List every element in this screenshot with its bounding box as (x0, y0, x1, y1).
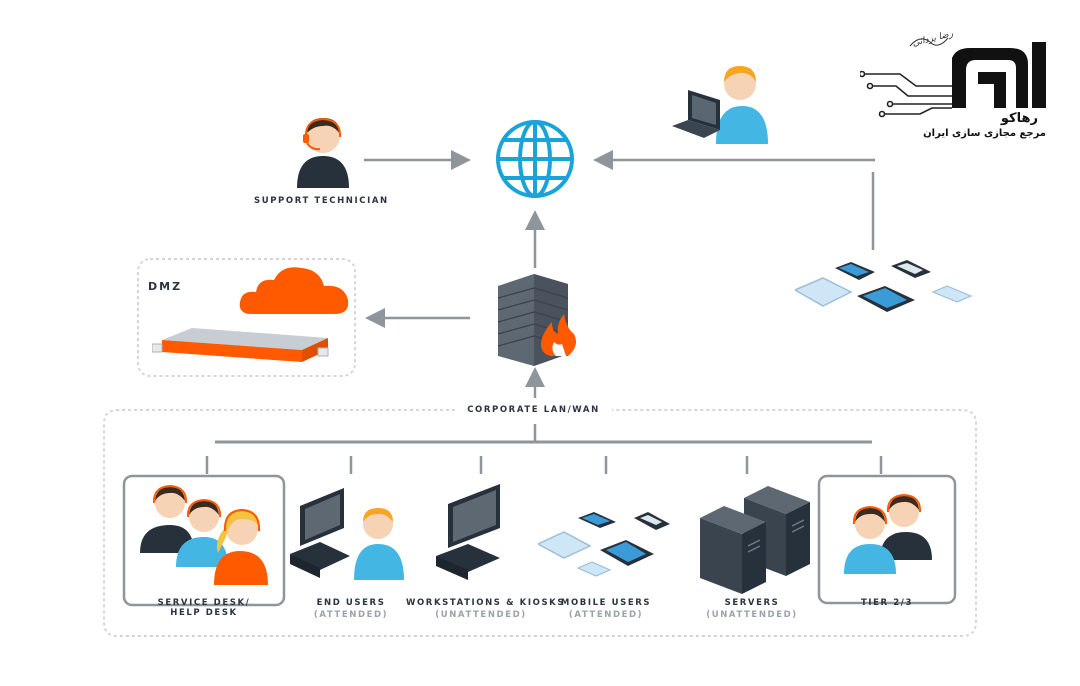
servers-title: SERVERS (724, 598, 780, 608)
support-technician-label: SUPPORT TECHNICIAN (254, 196, 389, 206)
service-desk-frame (122, 474, 286, 607)
support-technician-avatar (297, 117, 349, 188)
end-users-title: END USERS (316, 598, 386, 608)
workstations-title: WORKSTATIONS & KIOSKS (406, 598, 566, 608)
tier-frame (817, 474, 957, 605)
internet-globe-icon (496, 120, 574, 198)
end-users-label: END USERS (ATTENDED) (291, 598, 411, 620)
mobile-devices-cluster-icon (795, 260, 973, 312)
remote-laptop-user-icon (672, 66, 768, 144)
servers-label: SERVERS (UNATTENDED) (697, 598, 807, 620)
tier-agents-icon (844, 493, 932, 574)
service-desk-agents-icon (140, 484, 268, 585)
mobile-users-title: MOBILE USERS (560, 598, 652, 608)
kiosk-workstation-icon (436, 484, 500, 580)
logo-circuit-mark (860, 37, 1046, 118)
cloud-icon (239, 267, 349, 314)
mobile-users-label: MOBILE USERS (ATTENDED) (556, 598, 656, 620)
mobile-users-subtitle: (ATTENDED) (568, 610, 644, 620)
firewall-icon (497, 274, 576, 366)
mobile-users-devices-icon (538, 512, 670, 577)
logo-tagline: مرجع مجازی سازی ایران (923, 128, 1046, 139)
end-users-subtitle: (ATTENDED) (313, 610, 389, 620)
brand-logo: رهاکو مرجع مجازی سازی ایران رضا یزدانی (860, 28, 1060, 144)
servers-icon (700, 486, 810, 594)
dmz-zone (137, 258, 356, 377)
tier-label: TIER 2/3 (860, 598, 913, 608)
servers-subtitle: (UNATTENDED) (706, 610, 798, 620)
logo-brand-text: رهاکو (1000, 111, 1038, 126)
end-user-workstation-icon (290, 488, 404, 580)
corporate-lan-label: CORPORATE LAN/WAN (467, 405, 600, 415)
dmz-server-rack-icon (152, 328, 329, 362)
service-desk-label-line1: SERVICE DESK/ (157, 598, 251, 608)
service-desk-label: SERVICE DESK/ HELP DESK (124, 598, 284, 618)
workstations-label: WORKSTATIONS & KIOSKS (UNATTENDED) (406, 598, 563, 620)
corporate-lan-zone (103, 409, 977, 637)
dmz-label: DMZ (148, 280, 183, 293)
workstations-subtitle: (UNATTENDED) (435, 610, 527, 620)
service-desk-label-line2: HELP DESK (170, 608, 238, 618)
